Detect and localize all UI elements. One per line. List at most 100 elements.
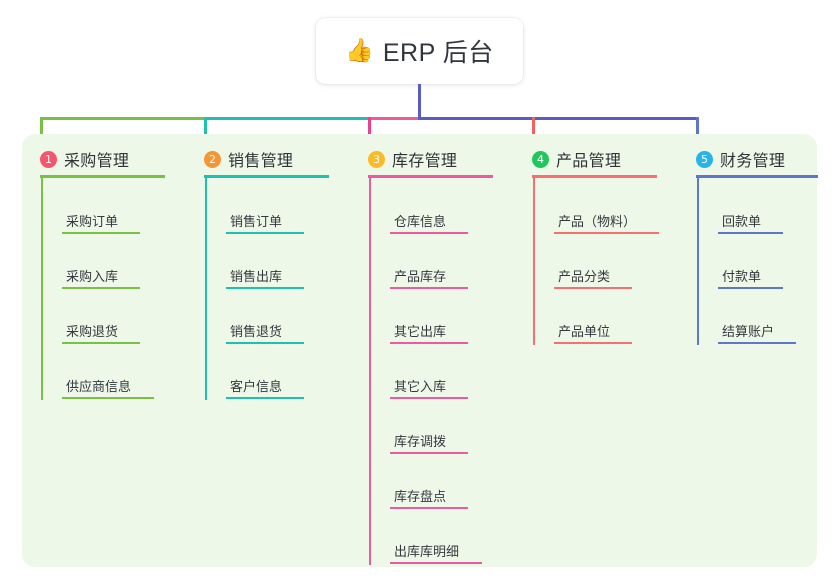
module-item[interactable]: 付款单 <box>718 269 783 289</box>
column-number-badge: 2 <box>204 150 221 168</box>
column-spine <box>205 175 207 400</box>
module-item[interactable]: 采购订单 <box>62 214 140 234</box>
module-item[interactable]: 其它出库 <box>390 324 468 344</box>
column-header-rule <box>40 175 165 178</box>
thumbs-up-icon: 👍 <box>345 36 374 63</box>
module-column-财务管理: 5 财务管理回款单付款单结算账户 <box>696 134 828 567</box>
module-item[interactable]: 采购入库 <box>62 269 140 289</box>
column-header-销售管理[interactable]: 2 销售管理 <box>204 147 293 171</box>
module-item[interactable]: 其它入库 <box>390 379 468 399</box>
module-item-rule <box>390 342 468 344</box>
module-item-label: 采购订单 <box>66 214 119 229</box>
module-item-label: 销售退货 <box>230 324 283 339</box>
module-item-rule <box>390 397 468 399</box>
module-item-rule <box>226 287 304 289</box>
module-item[interactable]: 销售退货 <box>226 324 304 344</box>
column-header-label: 采购管理 <box>64 153 130 170</box>
module-item-label: 销售订单 <box>230 214 283 229</box>
root-node-erp-backend[interactable]: 👍 ERP 后台 <box>316 18 523 84</box>
module-item[interactable]: 产品（物料） <box>554 214 659 234</box>
column-header-label: 销售管理 <box>228 153 294 170</box>
module-item-rule <box>62 287 140 289</box>
column-spine <box>41 175 43 400</box>
module-item-rule <box>554 342 632 344</box>
column-number-badge: 3 <box>368 150 385 168</box>
column-header-库存管理[interactable]: 3 库存管理 <box>368 147 457 171</box>
column-spine <box>533 175 535 345</box>
connector-bus-run <box>532 117 698 120</box>
connector-bus-run <box>418 117 534 120</box>
module-item-label: 客户信息 <box>230 379 283 394</box>
module-item-label: 其它入库 <box>394 379 447 394</box>
module-item-label: 出库库明细 <box>394 544 460 559</box>
module-item-rule <box>718 232 783 234</box>
root-node-content: 👍 ERP 后台 <box>345 33 494 69</box>
connector-stem-3 <box>368 117 371 148</box>
module-item[interactable]: 结算账户 <box>718 324 796 344</box>
module-column-库存管理: 3 库存管理仓库信息产品库存其它出库其它入库库存调拨库存盘点出库库明细 <box>368 134 503 567</box>
module-item-rule <box>226 397 304 399</box>
column-spine <box>697 175 699 345</box>
module-item-label: 结算账户 <box>722 324 775 339</box>
module-item[interactable]: 采购退货 <box>62 324 140 344</box>
module-item[interactable]: 回款单 <box>718 214 783 234</box>
module-item[interactable]: 库存调拨 <box>390 434 468 454</box>
module-item-label: 产品分类 <box>558 269 611 284</box>
module-item[interactable]: 客户信息 <box>226 379 304 399</box>
module-item-label: 库存盘点 <box>394 489 447 504</box>
module-item-rule <box>390 507 468 509</box>
module-item-rule <box>718 342 796 344</box>
column-header-rule <box>368 175 493 178</box>
module-item[interactable]: 产品单位 <box>554 324 632 344</box>
module-item-label: 库存调拨 <box>394 434 447 449</box>
module-item[interactable]: 产品分类 <box>554 269 632 289</box>
module-item-rule <box>390 452 468 454</box>
module-item[interactable]: 销售出库 <box>226 269 304 289</box>
module-item-rule <box>718 287 783 289</box>
module-item-rule <box>226 232 304 234</box>
connector-bus-run <box>40 117 206 120</box>
module-item-rule <box>226 342 304 344</box>
root-node-label: ERP 后台 <box>382 39 494 67</box>
module-item[interactable]: 仓库信息 <box>390 214 468 234</box>
column-spine <box>369 175 371 565</box>
column-number-badge: 4 <box>532 150 549 168</box>
module-item-label: 销售出库 <box>230 269 283 284</box>
module-item-label: 产品（物料） <box>558 214 637 229</box>
module-item-rule <box>390 232 468 234</box>
connector-stem-1 <box>40 117 43 148</box>
module-item-rule <box>554 232 659 234</box>
module-item[interactable]: 库存盘点 <box>390 489 468 509</box>
module-item-label: 付款单 <box>722 269 762 284</box>
module-item-label: 仓库信息 <box>394 214 447 229</box>
module-item-label: 供应商信息 <box>66 379 132 394</box>
connector-stem-2 <box>204 117 207 148</box>
module-item-rule <box>390 287 468 289</box>
connector-stem-4 <box>532 117 535 148</box>
module-item-label: 回款单 <box>722 214 762 229</box>
column-header-label: 财务管理 <box>720 153 786 170</box>
module-item-rule <box>62 232 140 234</box>
column-header-财务管理[interactable]: 5 财务管理 <box>696 147 785 171</box>
module-item[interactable]: 销售订单 <box>226 214 304 234</box>
column-header-rule <box>204 175 329 178</box>
module-item[interactable]: 产品库存 <box>390 269 468 289</box>
connector-stem-5 <box>696 117 699 148</box>
module-column-销售管理: 2 销售管理销售订单销售出库销售退货客户信息 <box>204 134 339 567</box>
column-header-rule <box>696 175 818 178</box>
module-item-rule <box>62 342 140 344</box>
connector-bus-run <box>204 117 370 120</box>
column-header-label: 库存管理 <box>392 153 458 170</box>
column-header-rule <box>532 175 657 178</box>
module-item[interactable]: 出库库明细 <box>390 544 482 564</box>
module-item-label: 产品库存 <box>394 269 447 284</box>
module-item-rule <box>390 562 482 564</box>
module-item[interactable]: 供应商信息 <box>62 379 154 399</box>
column-number-badge: 5 <box>696 150 713 168</box>
